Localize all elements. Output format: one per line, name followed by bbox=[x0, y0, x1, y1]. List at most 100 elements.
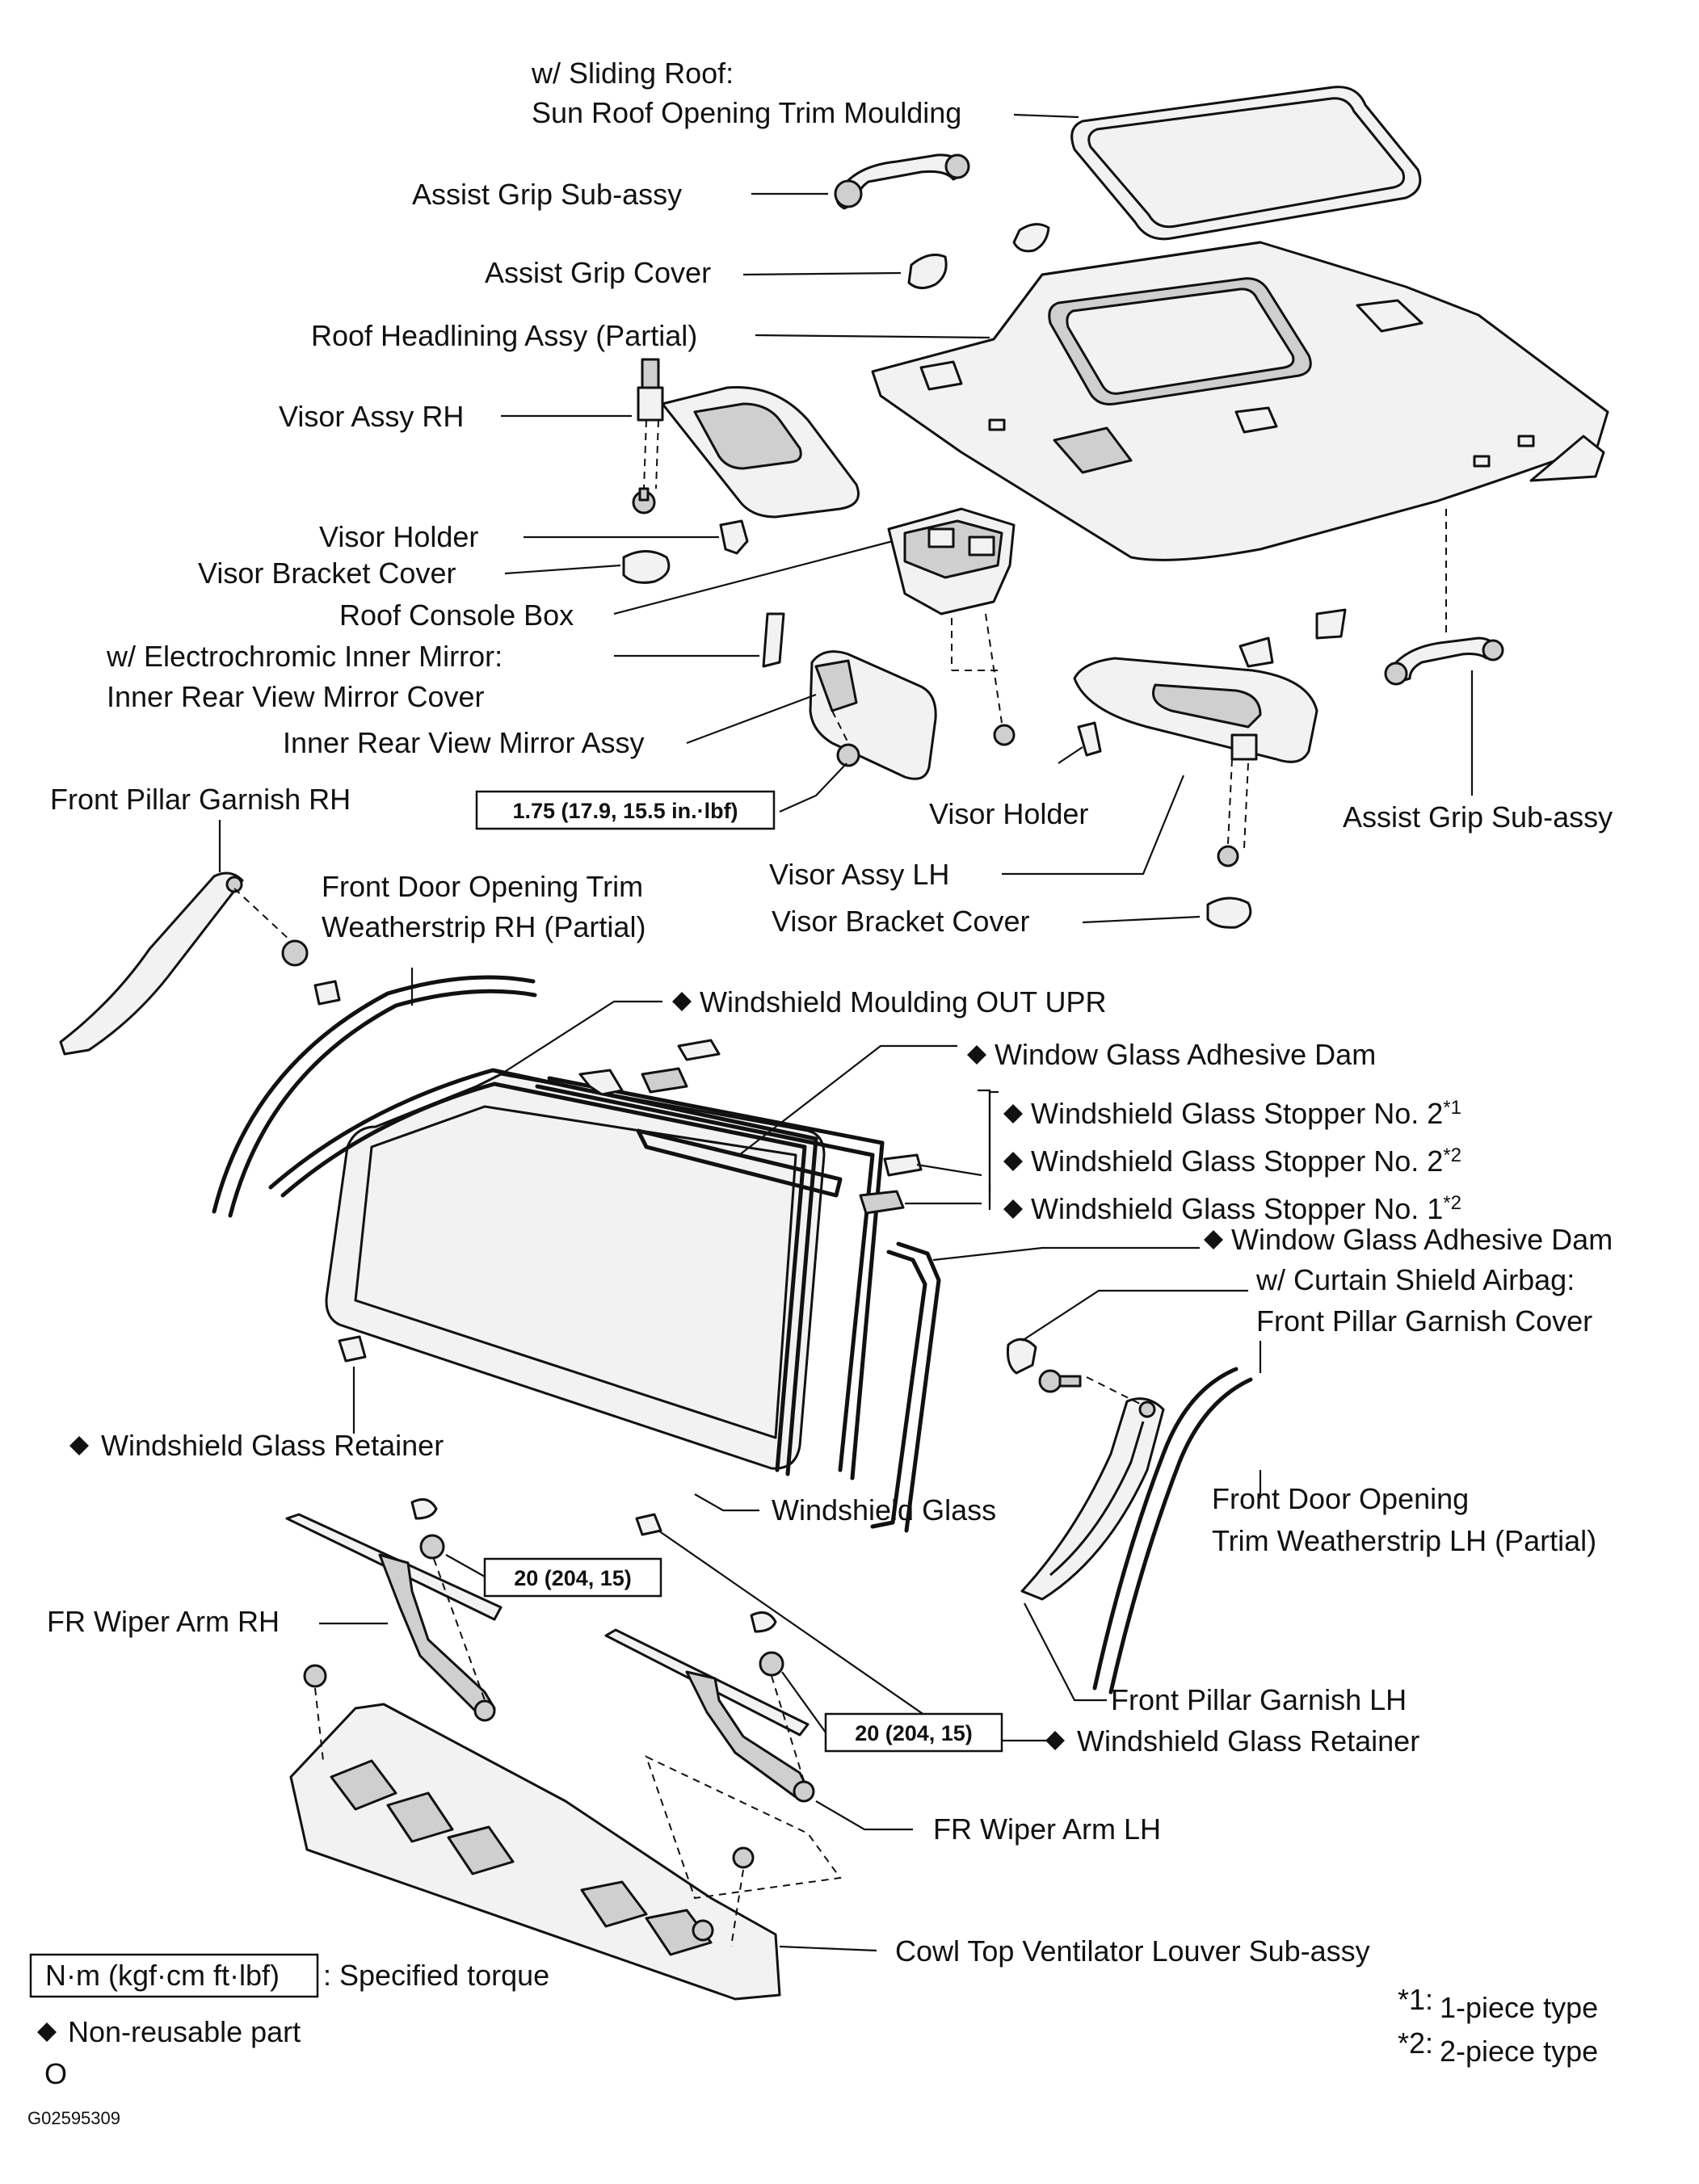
footnote-1-mark: *1: bbox=[1398, 1983, 1433, 2016]
visor-bracket-cover-rh-part bbox=[622, 550, 671, 584]
assist-grip-cover-a bbox=[907, 254, 948, 289]
label-door-trim-rh-2: Weatherstrip RH (Partial) bbox=[322, 910, 646, 943]
visor-rh-part bbox=[637, 358, 860, 519]
console-screw bbox=[993, 724, 1016, 746]
mirror-screw bbox=[836, 743, 860, 767]
stopper-top-a bbox=[677, 1039, 721, 1061]
label-cowl: Cowl Top Ventilator Louver Sub-assy bbox=[895, 1934, 1370, 1968]
svg-text:20 (204, 15): 20 (204, 15) bbox=[514, 1566, 632, 1590]
label-curtain-2: Front Pillar Garnish Cover bbox=[1256, 1304, 1592, 1338]
retainer-left-part bbox=[338, 1335, 367, 1363]
dam-corner bbox=[578, 1069, 624, 1096]
non-reusable-mark bbox=[967, 1045, 986, 1065]
label-roof-headlining: Roof Headlining Assy (Partial) bbox=[311, 319, 697, 352]
non-reusable-mark bbox=[1003, 1152, 1023, 1171]
label-sliding-roof-1: w/ Sliding Roof: bbox=[531, 57, 734, 90]
wiper-arm-rh-part bbox=[285, 1513, 503, 1722]
front-pillar-garnish-rh-part bbox=[59, 872, 244, 1056]
wiper-nut-cap-lh bbox=[750, 1611, 777, 1633]
footnote-1-text: 1-piece type bbox=[1440, 1991, 1598, 2024]
figure-id: G02595309 bbox=[27, 2108, 120, 2128]
label-visor-lh: Visor Assy LH bbox=[769, 858, 949, 891]
cowl-clip-a bbox=[303, 1664, 327, 1688]
pillar-clip-lh bbox=[1038, 1369, 1062, 1393]
cowl-clip-b bbox=[732, 1846, 755, 1869]
visor-screw-lh bbox=[1217, 845, 1239, 867]
label-ec-mirror-2: Inner Rear View Mirror Cover bbox=[107, 680, 484, 713]
footnote-2-text: 2-piece type bbox=[1440, 2035, 1598, 2068]
label-wiper-rh: FR Wiper Arm RH bbox=[47, 1605, 280, 1638]
adhesive-dam-top-strip bbox=[636, 1128, 843, 1198]
non-reusable-mark bbox=[1003, 1104, 1023, 1124]
label-visor-rh: Visor Assy RH bbox=[279, 400, 464, 433]
wiper-arm-lh-part bbox=[604, 1628, 815, 1803]
stopper-mid-a bbox=[883, 1153, 923, 1177]
label-visor-bracket-lh: Visor Bracket Cover bbox=[772, 905, 1029, 938]
pillar-garnish-cover-part bbox=[1007, 1338, 1037, 1375]
label-door-trim-lh-1: Front Door Opening bbox=[1212, 1482, 1469, 1515]
torque-box-mirror: 1.75 (17.9, 15.5 in.·lbf) bbox=[475, 790, 776, 830]
adhesive-dam-outer bbox=[870, 1250, 927, 1529]
legend-torque-desc: : Specified torque bbox=[323, 1959, 549, 1992]
label-assist-grip-lh: Assist Grip Sub-assy bbox=[1343, 800, 1613, 834]
ec-mirror-cover-part bbox=[762, 612, 785, 668]
inner-mirror-part bbox=[809, 650, 937, 780]
grip-cover-lh-b bbox=[1315, 608, 1347, 640]
torque-box-wiper-rh: 20 (204, 15) bbox=[483, 1557, 662, 1598]
label-wiper-lh: FR Wiper Arm LH bbox=[933, 1812, 1161, 1846]
legend-torque-units: N·m (kgf·cm ft·lbf) bbox=[45, 1959, 280, 1992]
stopper-mid-b bbox=[859, 1190, 905, 1215]
adhesive-dam-inner bbox=[535, 1084, 875, 1472]
front-pillar-garnish-lh-part bbox=[1020, 1397, 1165, 1601]
labels: w/ Sliding Roof: Sun Roof Opening Trim M… bbox=[47, 57, 1613, 1968]
assist-grip-lh-part bbox=[1384, 636, 1504, 686]
non-reusable-mark bbox=[1204, 1230, 1223, 1250]
label-door-trim-rh-1: Front Door Opening Trim bbox=[322, 870, 643, 903]
assembly-lines bbox=[233, 419, 1447, 1947]
label-stopper-2b: Windshield Glass Stopper No. 2*2 bbox=[1031, 1144, 1461, 1178]
torque-box-wiper-lh: 20 (204, 15) bbox=[824, 1712, 1003, 1753]
cowl-louver-part bbox=[289, 1703, 781, 2001]
pillar-cover-rh bbox=[313, 980, 341, 1006]
grip-cover-lh-a bbox=[1239, 636, 1274, 668]
non-reusable-mark bbox=[672, 992, 692, 1011]
wiper-nut-cap-rh bbox=[410, 1497, 438, 1520]
visor-lh-part bbox=[1073, 657, 1318, 763]
label-stopper-1: Windshield Glass Stopper No. 1*2 bbox=[1031, 1192, 1461, 1225]
label-inner-mirror: Inner Rear View Mirror Assy bbox=[283, 726, 644, 759]
stopper-top-b bbox=[641, 1067, 688, 1094]
label-assist-grip-cover: Assist Grip Cover bbox=[485, 256, 711, 289]
pillar-clip-rh bbox=[281, 939, 309, 967]
legend-non-reusable: Non-reusable part bbox=[68, 2015, 301, 2048]
roof-console-box-part bbox=[887, 507, 1016, 615]
visor-holder-lh-part bbox=[1077, 721, 1102, 757]
label-front-pillar-rh: Front Pillar Garnish RH bbox=[50, 783, 351, 816]
leader-lines bbox=[218, 113, 1474, 1952]
visor-holder-rh-part bbox=[719, 519, 749, 555]
non-reusable-mark bbox=[1045, 1731, 1065, 1750]
label-ws-moulding: Windshield Moulding OUT UPR bbox=[700, 985, 1107, 1018]
label-door-trim-lh-2: Trim Weatherstrip LH (Partial) bbox=[1212, 1524, 1596, 1557]
label-windshield-glass: Windshield Glass bbox=[772, 1493, 996, 1527]
label-visor-bracket-rh: Visor Bracket Cover bbox=[198, 556, 456, 590]
stray-mark: O bbox=[44, 2057, 67, 2090]
label-adhesive-dam-2: Window Glass Adhesive Dam bbox=[1231, 1223, 1613, 1256]
legend: N·m (kgf·cm ft·lbf) : Specified torque N… bbox=[27, 1953, 1598, 2128]
label-retainer-right: Windshield Glass Retainer bbox=[1077, 1724, 1419, 1758]
non-reusable-mark bbox=[69, 1436, 89, 1455]
non-reusable-mark bbox=[37, 2022, 57, 2042]
wiper-nut-rh bbox=[419, 1534, 445, 1560]
label-roof-console: Roof Console Box bbox=[339, 598, 574, 632]
retainer-right-part bbox=[635, 1513, 662, 1536]
footnote-2-mark: *2: bbox=[1398, 2026, 1433, 2060]
svg-text:20 (204, 15): 20 (204, 15) bbox=[855, 1721, 973, 1745]
door-weatherstrip-rh-part bbox=[212, 975, 536, 1214]
windshield-moulding-part bbox=[268, 1068, 818, 1476]
label-retainer-left: Windshield Glass Retainer bbox=[101, 1429, 444, 1462]
visor-bracket-cover-lh-part bbox=[1206, 897, 1252, 929]
label-adhesive-dam-1: Window Glass Adhesive Dam bbox=[995, 1038, 1376, 1071]
label-curtain-1: w/ Curtain Shield Airbag: bbox=[1255, 1263, 1575, 1296]
label-visor-holder-lh: Visor Holder bbox=[929, 797, 1088, 830]
